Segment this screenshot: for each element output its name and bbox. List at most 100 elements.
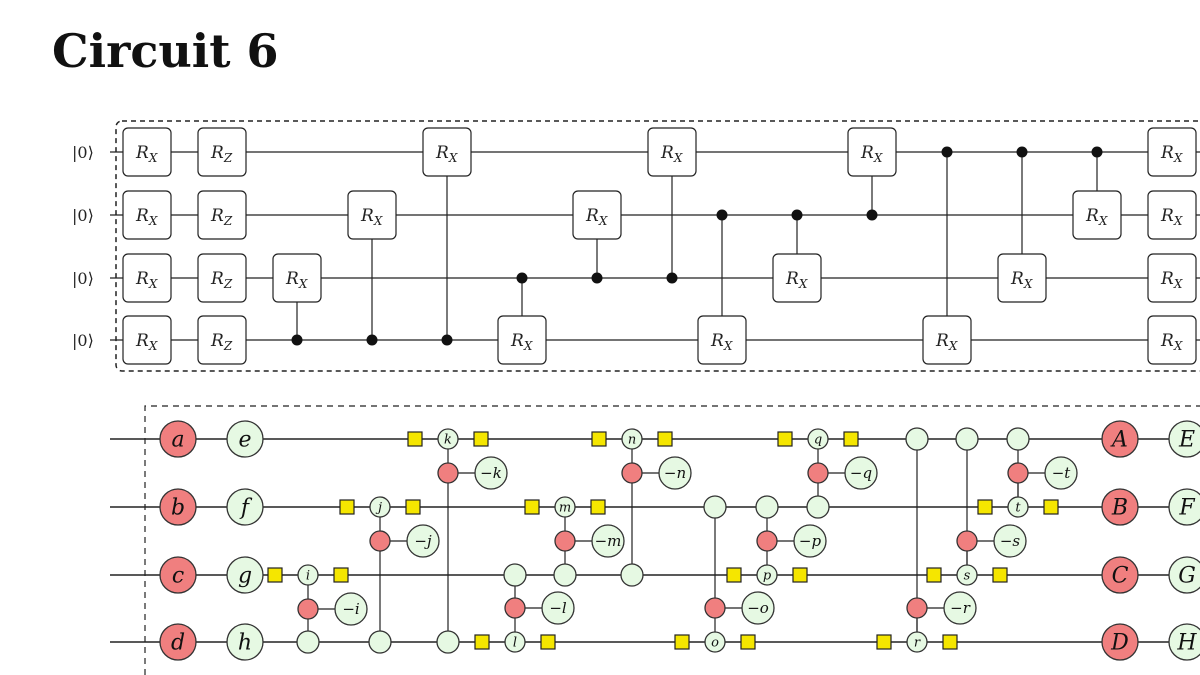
input-spider-b <box>159 488 197 526</box>
hadamard-box <box>333 567 349 583</box>
output-spider-D <box>1101 623 1139 661</box>
output-spider-G <box>1168 556 1200 594</box>
gate-box <box>122 190 172 240</box>
phase-spider-i <box>297 564 319 586</box>
hadamard-box <box>590 499 606 515</box>
red-spider <box>504 597 526 619</box>
red-spider <box>297 598 319 620</box>
spider-label: G <box>1178 563 1196 588</box>
control-spider <box>955 427 979 451</box>
control-dot <box>666 272 678 284</box>
input-spider-d <box>159 623 197 661</box>
control-dot <box>441 334 453 346</box>
control-spider <box>905 427 929 451</box>
red-spider <box>437 462 459 484</box>
gate-box <box>1147 190 1197 240</box>
gate-box <box>422 127 472 177</box>
spider-label: n <box>628 432 636 447</box>
spider-label: −o <box>747 599 769 617</box>
neg-phase-spider-m <box>591 524 625 558</box>
zx-nodes: abcdefghi−ij−jk−kl−lm−mn−no−op−pq−qr−rs−… <box>159 420 1200 661</box>
control-spider <box>620 563 644 587</box>
qubit-input-label: |0⟩ <box>72 331 94 350</box>
control-dot <box>791 209 803 221</box>
control-spider <box>806 495 830 519</box>
hadamard-box <box>591 431 607 447</box>
spider-label: −n <box>664 464 686 482</box>
gate-box <box>197 190 247 240</box>
output-spider-B <box>1101 488 1139 526</box>
hadamard-box <box>726 567 742 583</box>
output-spider-F <box>1168 488 1200 526</box>
gate-box <box>922 315 972 365</box>
neg-phase-spider-s <box>993 524 1027 558</box>
control-spider <box>1006 427 1030 451</box>
phase-spider-s <box>956 564 978 586</box>
gate-box <box>122 127 172 177</box>
neg-phase-spider-r <box>943 591 977 625</box>
gate-box <box>197 253 247 303</box>
spider-label: t <box>1015 500 1021 515</box>
control-spider <box>296 630 320 654</box>
spider-label: D <box>1110 630 1129 655</box>
spider-label: −j <box>414 532 432 550</box>
spider-label: B <box>1111 495 1128 520</box>
hadamard-box <box>992 567 1008 583</box>
control-spider <box>553 563 577 587</box>
spider-f <box>226 488 264 526</box>
quantum-circuit: |0⟩|0⟩|0⟩|0⟩RXRXRXRXRZRZRZRZRXRXRXRXRXRX… <box>72 120 1200 372</box>
hadamard-box <box>474 634 490 650</box>
phase-spider-j <box>369 496 391 518</box>
spider-label: h <box>238 630 252 655</box>
control-dot <box>716 209 728 221</box>
control-dot <box>1091 146 1103 158</box>
hadamard-box <box>740 634 756 650</box>
spider-h <box>226 623 264 661</box>
hadamard-box <box>267 567 283 583</box>
spider-label: j <box>375 500 382 515</box>
control-spider <box>755 495 779 519</box>
phase-spider-o <box>704 631 726 653</box>
phase-spider-m <box>554 496 576 518</box>
gate-box <box>1072 190 1122 240</box>
hadamard-box <box>339 499 355 515</box>
hadamard-box <box>792 567 808 583</box>
hadamard-box <box>473 431 489 447</box>
control-spider <box>368 630 392 654</box>
gate-box <box>197 127 247 177</box>
red-spider <box>956 530 978 552</box>
phase-spider-t <box>1007 496 1029 518</box>
output-spider-H <box>1168 623 1200 661</box>
neg-phase-spider-p <box>793 524 827 558</box>
control-dot <box>866 209 878 221</box>
spider-label: d <box>171 630 185 655</box>
circuit-frame <box>115 120 1200 372</box>
control-spider <box>436 630 460 654</box>
neg-phase-spider-o <box>741 591 775 625</box>
control-dot <box>291 334 303 346</box>
phase-spider-q <box>807 428 829 450</box>
spider-label: g <box>238 563 252 588</box>
qubit-input-label: |0⟩ <box>72 269 94 288</box>
gate-box <box>347 190 397 240</box>
spider-label: H <box>1176 630 1197 655</box>
red-spider <box>906 597 928 619</box>
spider-label: C <box>1112 563 1129 588</box>
red-spider <box>554 530 576 552</box>
gate-box <box>197 315 247 365</box>
hadamard-box <box>405 499 421 515</box>
page-title: Circuit 6 <box>52 24 279 78</box>
phase-spider-l <box>504 631 526 653</box>
hadamard-box <box>876 634 892 650</box>
hadamard-box <box>942 634 958 650</box>
hadamard-box <box>407 431 423 447</box>
phase-spider-p <box>756 564 778 586</box>
red-spider <box>1007 462 1029 484</box>
spider-label: b <box>171 495 185 520</box>
spider-label: −t <box>1052 464 1072 482</box>
spider-label: E <box>1178 427 1195 452</box>
spider-label: i <box>306 568 310 583</box>
neg-phase-spider-q <box>844 456 878 490</box>
gate-box <box>497 315 547 365</box>
